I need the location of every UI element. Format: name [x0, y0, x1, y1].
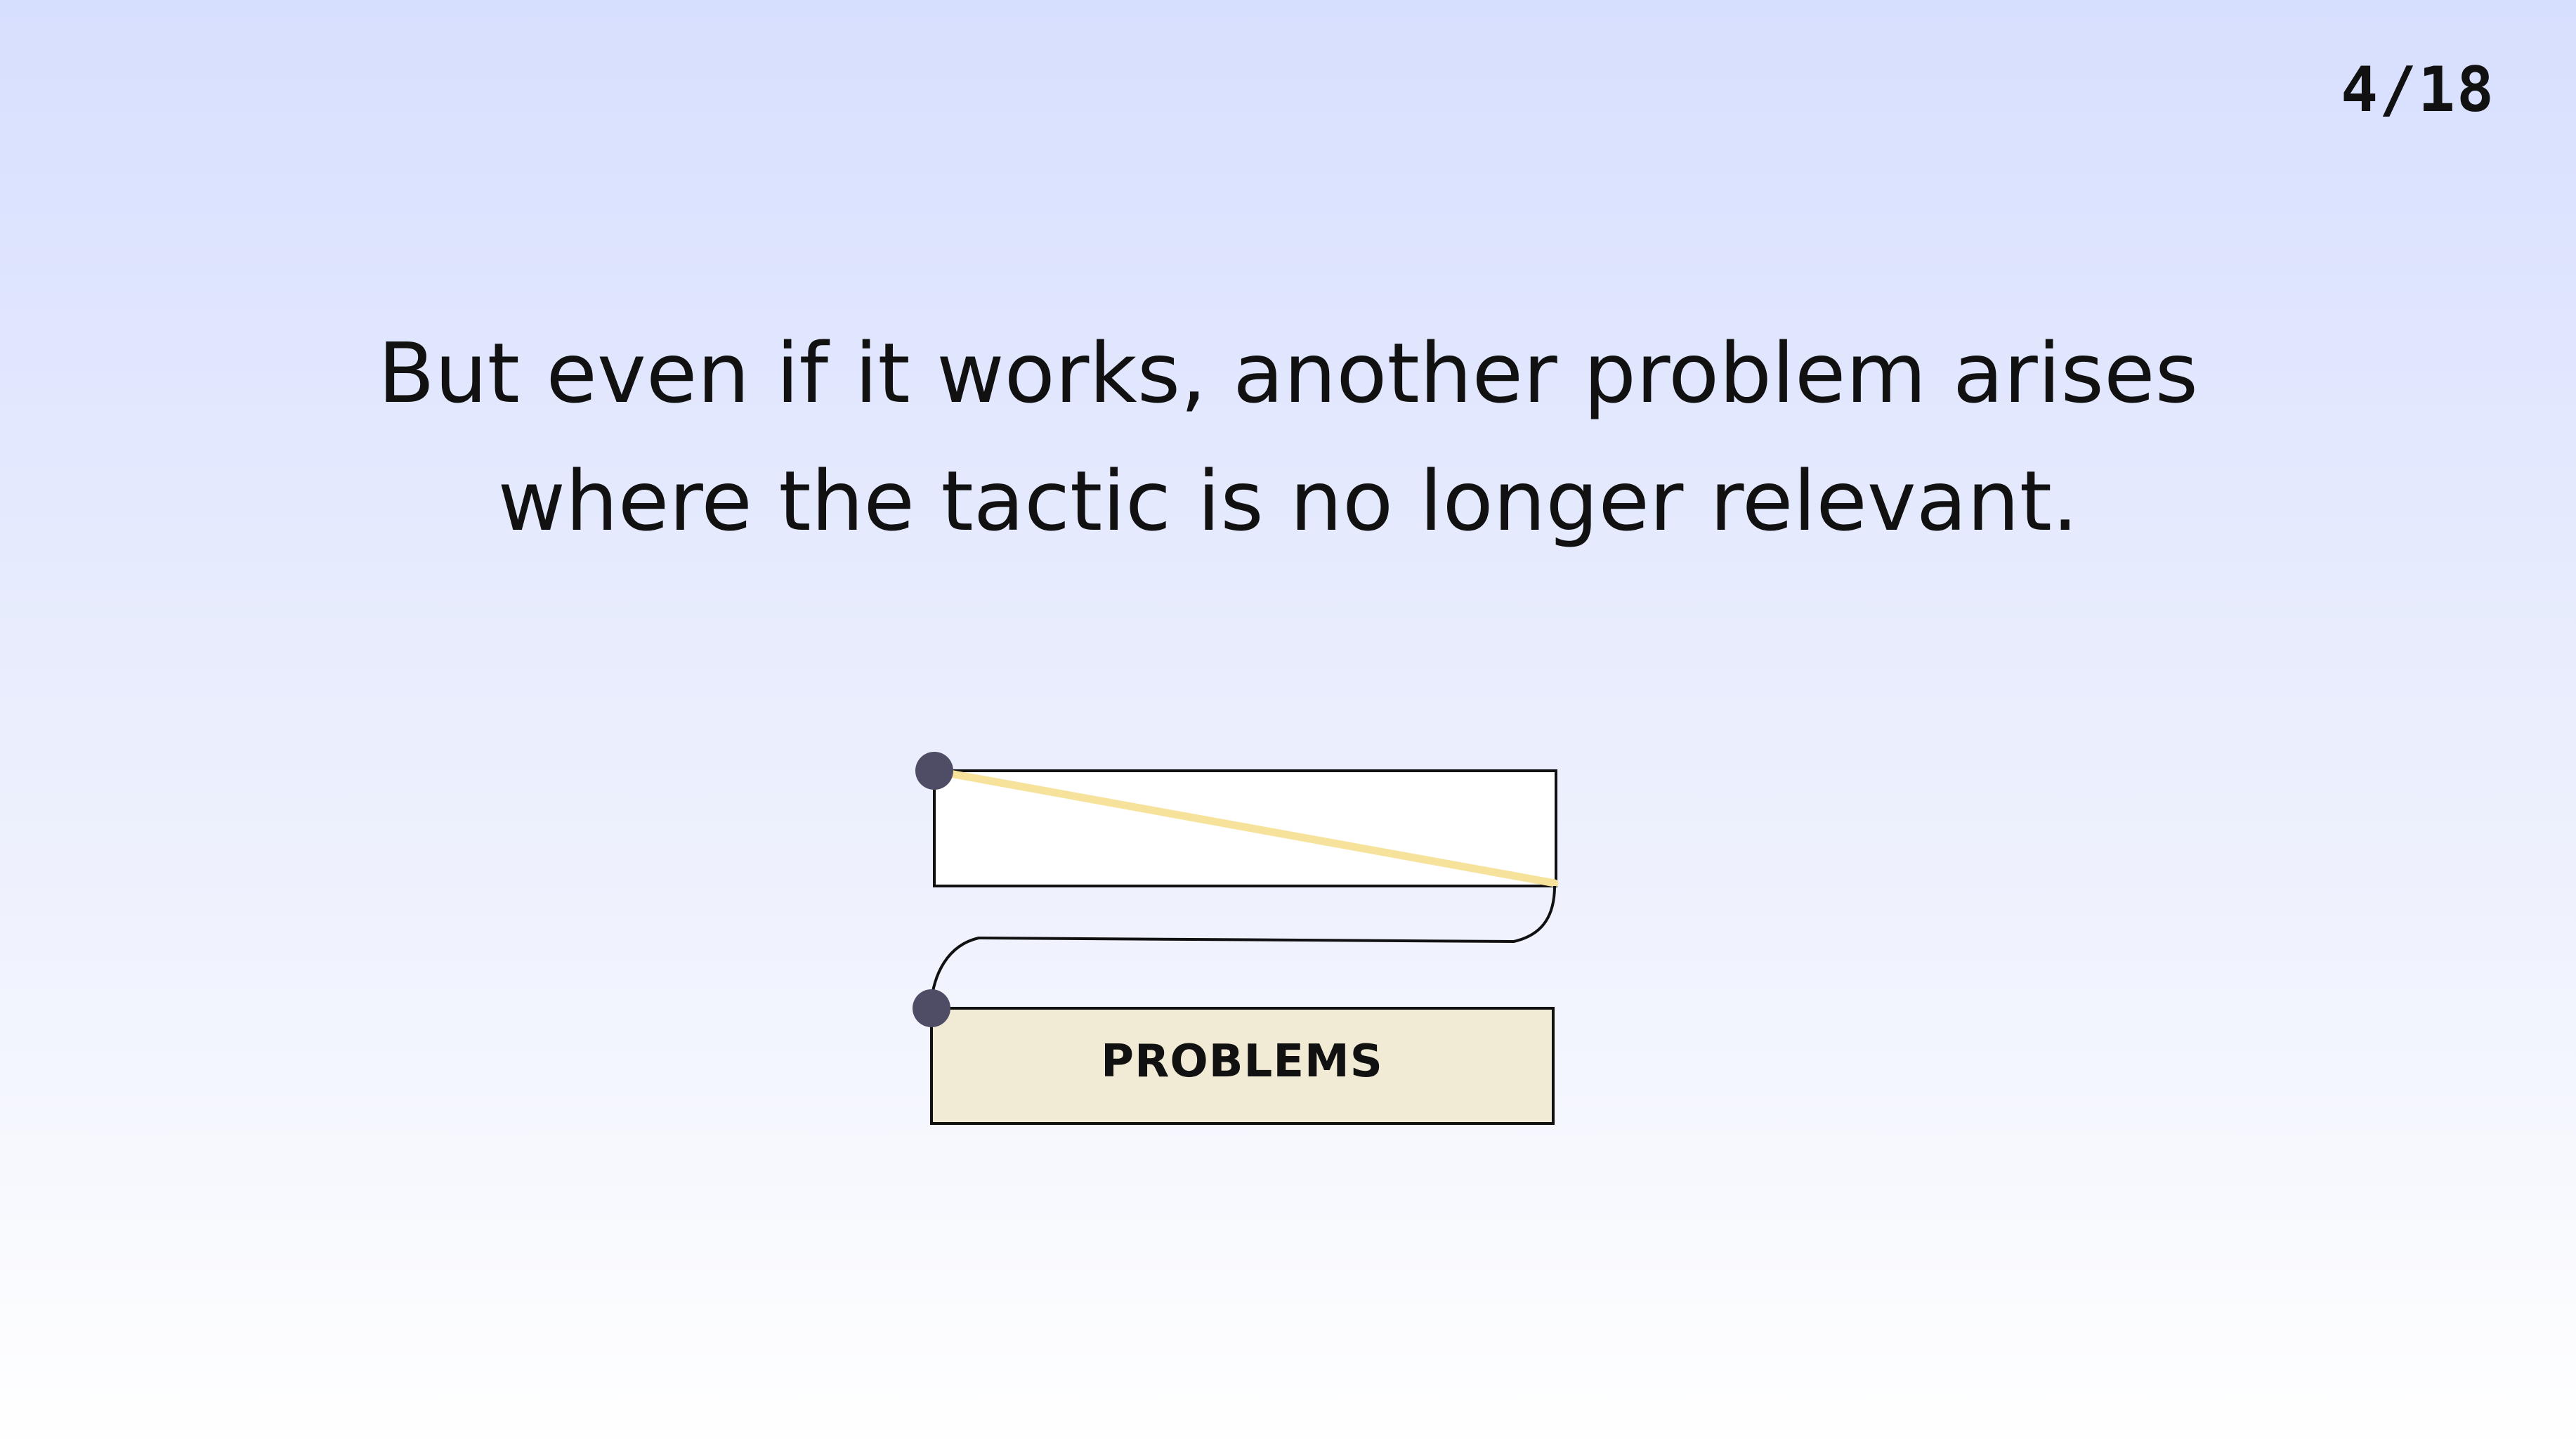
headline-line-2: where the tactic is no longer relevant. — [497, 452, 2079, 549]
diagonal-line — [930, 767, 1559, 887]
top-box-node — [915, 752, 953, 790]
connector-path — [929, 885, 1556, 1008]
problems-box — [930, 1007, 1555, 1125]
problems-label: PROBLEMS — [1101, 1036, 1383, 1088]
headline: But even if it works, another problem ar… — [0, 309, 2576, 565]
headline-line-1: But even if it works, another problem ar… — [377, 325, 2199, 422]
problems-box-node — [913, 989, 950, 1027]
slide-counter: 4/18 — [2341, 53, 2495, 126]
